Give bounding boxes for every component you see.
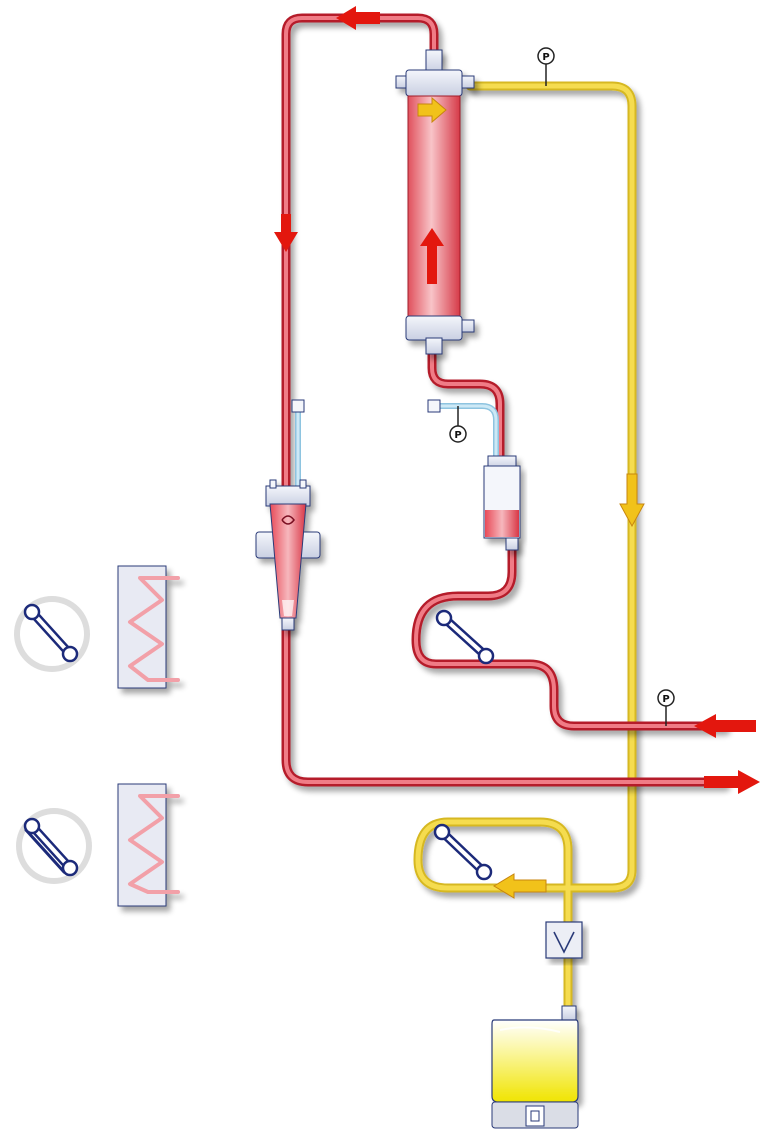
- arrow-down-icon: [619, 473, 645, 528]
- pressure-label: P: [454, 430, 461, 441]
- bubble-trap-icon: [483, 455, 521, 551]
- effluent-line: [413, 81, 637, 1013]
- dialyzer-filter-icon: [395, 49, 475, 355]
- blood-line: [281, 13, 727, 787]
- arrow-left-icon: [493, 873, 547, 899]
- arrow-up-icon: [420, 228, 444, 284]
- infusion-line-venous: [291, 399, 305, 486]
- arrow-left-icon: [694, 714, 756, 738]
- pressure-gauge-effluent: P: [537, 47, 555, 86]
- check-valve-icon: [545, 921, 583, 959]
- pressure-gauge-prefilter: P: [449, 406, 467, 443]
- arrow-left-icon: [336, 6, 380, 30]
- substitution-pump-icon: [16, 808, 92, 884]
- arrow-right-icon: [704, 770, 760, 794]
- blood-pump-icon: [435, 609, 495, 665]
- scale-icon: [491, 1101, 579, 1129]
- pressure-label: P: [542, 52, 549, 63]
- effluent-bag-icon: [491, 1005, 579, 1103]
- infusion-line-prefilter: [427, 399, 499, 460]
- filter-pump-icon: [433, 823, 493, 881]
- dialysate-pump-icon: [14, 596, 90, 672]
- pressure-gauge-arterial: P: [657, 689, 675, 726]
- arrow-right-icon: [417, 96, 447, 124]
- arrow-down-icon: [274, 214, 298, 252]
- heater-coil-icon: [117, 783, 180, 907]
- drip-chamber-icon: [255, 479, 321, 631]
- heater-coil-icon: [117, 565, 180, 689]
- pressure-label: P: [662, 694, 669, 705]
